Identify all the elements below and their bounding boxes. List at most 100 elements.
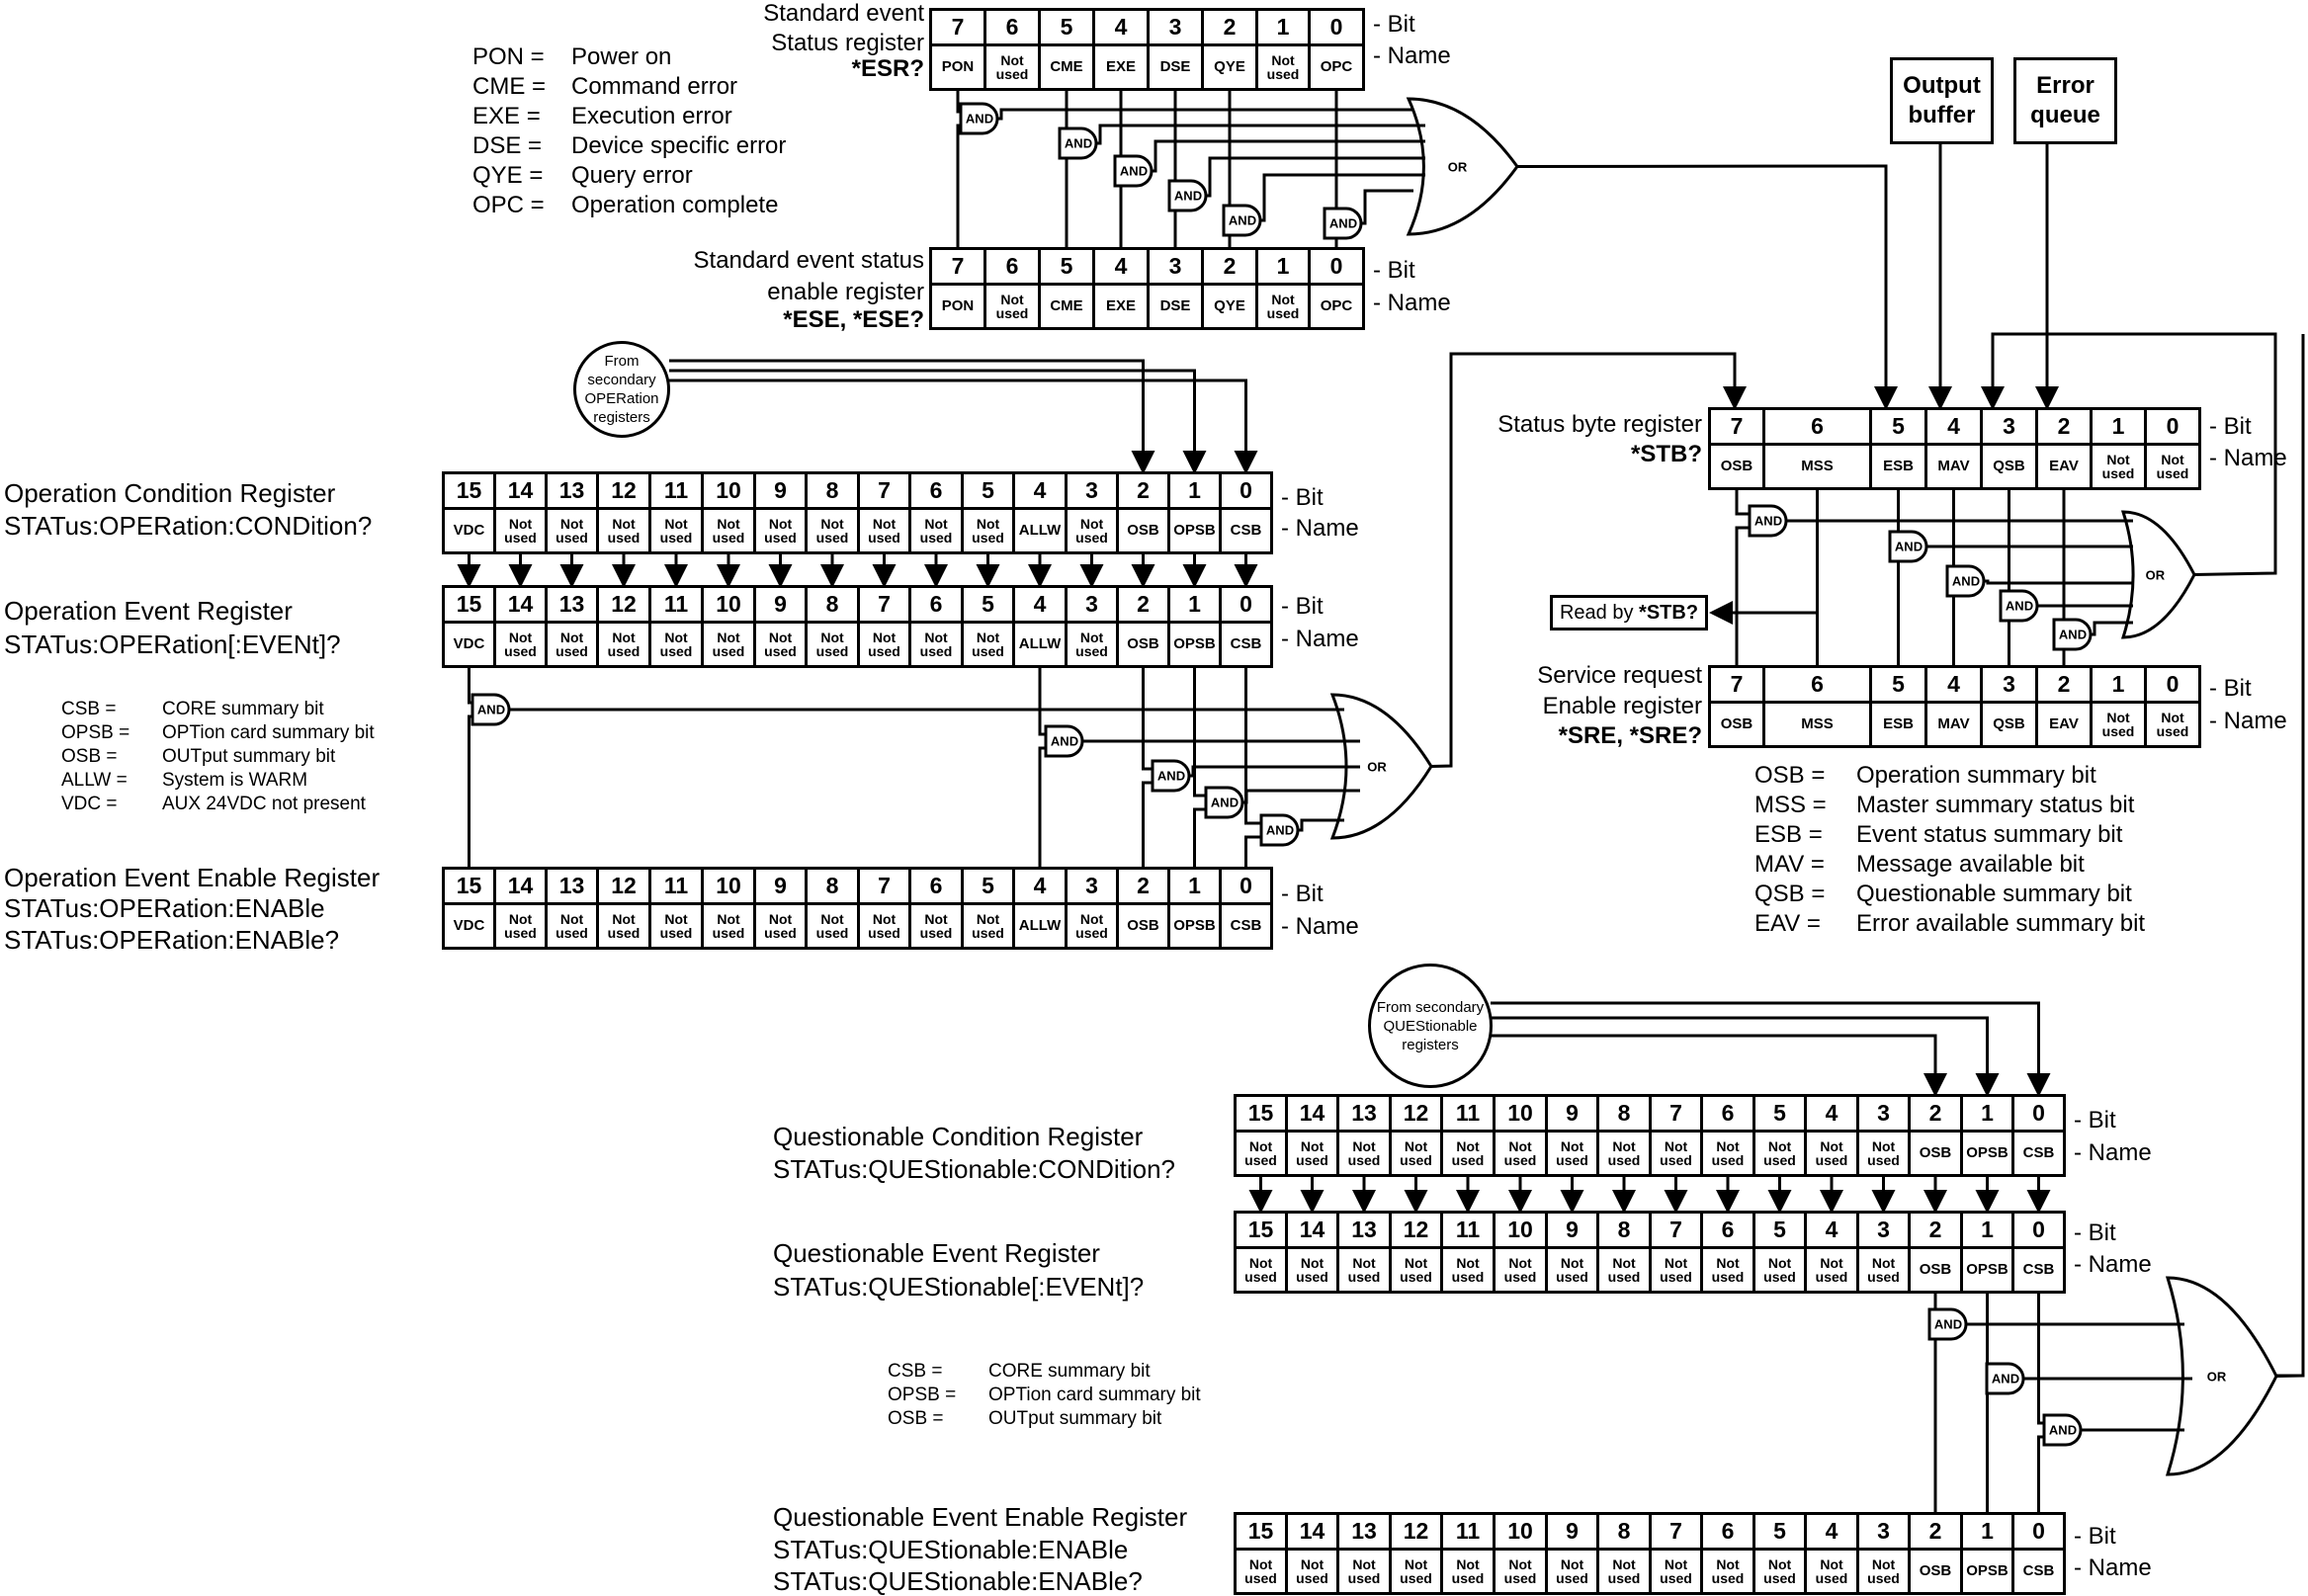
ques-event-bit-10: 10 [1493, 1211, 1548, 1249]
stb-and-gate [1888, 530, 1928, 563]
esr-legend-desc: Device specific error [571, 132, 787, 159]
ques-cond-name-11: Not used [1804, 1130, 1859, 1177]
esr-bit-6: 6 [983, 8, 1041, 46]
oper-legend-abbr: CSB = [61, 699, 117, 719]
ques-event-name-10: Not used [1752, 1246, 1807, 1294]
ques-event-name-14: OPSB [1960, 1246, 2014, 1294]
ques-enable-command-2: STATus:QUEStionable:ENABle? [773, 1566, 1143, 1596]
ques-secondary-wire [1491, 1016, 2000, 1097]
esr-and-gate [1222, 204, 1262, 237]
ques-or-gate [2165, 1276, 2278, 1476]
ques-legend-desc: OUTput summary bit [988, 1408, 1162, 1429]
ques-cond-bit-2: 2 [1908, 1094, 1963, 1133]
stb-and-gate [1999, 589, 2039, 623]
esr-bit-7: 7 [929, 8, 986, 46]
ques-cond-bit-6: 6 [1700, 1094, 1755, 1133]
esr-bit-tag: - Bit [1373, 11, 1415, 38]
oper-enable-name-14: OPSB [1167, 902, 1222, 950]
stb-name-5: EAV [2035, 443, 2093, 490]
ques-enable-command-1: STATus:QUEStionable:ENABle [773, 1535, 1129, 1564]
sre-name-1: MSS [1762, 701, 1872, 748]
stb-legend-abbr: ESB = [1754, 821, 1823, 848]
ques-event-name-15: CSB [2011, 1246, 2066, 1294]
sre-title-1: Service request [1537, 662, 1702, 689]
oper-cond-bit-12: 12 [596, 471, 651, 510]
ese-command: *ESE, *ESE? [783, 306, 924, 333]
and-gate-label: AND [1933, 1316, 1963, 1332]
oper-enable-name-tag: - Name [1281, 913, 1359, 940]
read-by-stb-box: Read by *STB? [1550, 595, 1708, 630]
stb-legend-desc: Master summary status bit [1856, 792, 2135, 818]
and-gate-label: AND [1753, 513, 1783, 529]
oper-enable-name-0: VDC [442, 902, 496, 950]
stb-bit-6: 6 [1762, 407, 1872, 446]
oper-cond-name-5: Not used [701, 507, 756, 554]
ques-event-name-5: Not used [1493, 1246, 1548, 1294]
oper-enable-name-11: ALLW [1012, 902, 1068, 950]
ques-event-bit-4: 4 [1804, 1211, 1859, 1249]
esr-and-gate [1323, 207, 1363, 240]
esr-and-gate [1113, 154, 1154, 188]
ques-enable-bit-11: 11 [1440, 1512, 1496, 1551]
ques-secondary-wire [1491, 1001, 2051, 1097]
esr-and-gate [959, 102, 999, 135]
ques-event-command: STATus:QUEStionable[:EVENt]? [773, 1272, 1145, 1302]
esr-name-0: PON [929, 43, 986, 91]
esr-legend-abbr: PON = [472, 43, 545, 70]
oper-enable-bit-wire [1193, 807, 1206, 867]
ques-enable-name-13: OSB [1908, 1548, 1963, 1595]
ese-name-3: EXE [1092, 283, 1150, 330]
oper-enable-bit-wire [1142, 781, 1153, 867]
ques-event-name-1: Not used [1285, 1246, 1339, 1294]
ques-enable-name-9: Not used [1700, 1548, 1755, 1595]
oper-event-bit-14: 14 [493, 585, 548, 624]
oper-event-name-tag: - Name [1281, 626, 1359, 652]
oper-enable-bit-8: 8 [805, 867, 860, 905]
oper-event-bit-tag: - Bit [1281, 593, 1324, 620]
ques-enable-name-1: Not used [1285, 1548, 1339, 1595]
sre-name-2: ESB [1869, 701, 1927, 748]
ques-event-bit-6: 6 [1700, 1211, 1755, 1249]
stb-bit-0: 0 [2144, 407, 2201, 446]
oper-cond-name-3: Not used [596, 507, 651, 554]
stb-name-7: Not used [2144, 443, 2201, 490]
ques-cond-bit-4: 4 [1804, 1094, 1859, 1133]
ques-event-bit-11: 11 [1440, 1211, 1496, 1249]
ques-enable-name-0: Not used [1234, 1548, 1288, 1595]
ques-enable-bit-5: 5 [1752, 1512, 1807, 1551]
oper-cond-bit-5: 5 [961, 471, 1015, 510]
oper-enable-name-2: Not used [545, 902, 599, 950]
oper-enable-bit-2: 2 [1116, 867, 1170, 905]
ques-event-name-12: Not used [1856, 1246, 1911, 1294]
sre-bit-6: 6 [1762, 665, 1872, 704]
ques-enable-name-8: Not used [1649, 1548, 1703, 1595]
oper-event-bit-11: 11 [648, 585, 704, 624]
ese-title-2: enable register [767, 279, 924, 305]
esr-name-2: CME [1038, 43, 1095, 91]
oper-cond-bit-14: 14 [493, 471, 548, 510]
sre-bit-4: 4 [1924, 665, 1983, 704]
esr-and-gate [1167, 179, 1208, 212]
ques-enable-bit-1: 1 [1960, 1512, 2014, 1551]
sre-title-2: Enable register [1542, 693, 1702, 719]
sre-name-tag: - Name [2209, 708, 2287, 734]
oper-secondary-wire [669, 369, 1207, 474]
ques-cond-bit-9: 9 [1545, 1094, 1599, 1133]
oper-event-name-15: CSB [1219, 621, 1273, 668]
sre-bit-wire [1735, 526, 1750, 665]
output-buffer-box: Output buffer [1890, 57, 1994, 144]
or-gate-label: OR [1447, 159, 1468, 174]
oper-event-name-3: Not used [596, 621, 651, 668]
ques-enable-name-4: Not used [1440, 1548, 1496, 1595]
oper-event-command: STATus:OPERation[:EVENt]? [4, 630, 341, 659]
ques-event-name-11: Not used [1804, 1246, 1859, 1294]
oper-event-bit-wire [1193, 668, 1206, 798]
oper-event-bit-7: 7 [857, 585, 911, 624]
oper-cond-name-15: CSB [1219, 507, 1273, 554]
oper-cond-name-0: VDC [442, 507, 496, 554]
oper-cond-title: Operation Condition Register [4, 478, 336, 508]
oper-enable-command-2: STATus:OPERation:ENABle? [4, 925, 340, 955]
stb-legend-abbr: MAV = [1754, 851, 1825, 878]
ques-event-bit-8: 8 [1596, 1211, 1652, 1249]
stb-bit-5: 5 [1869, 407, 1927, 446]
